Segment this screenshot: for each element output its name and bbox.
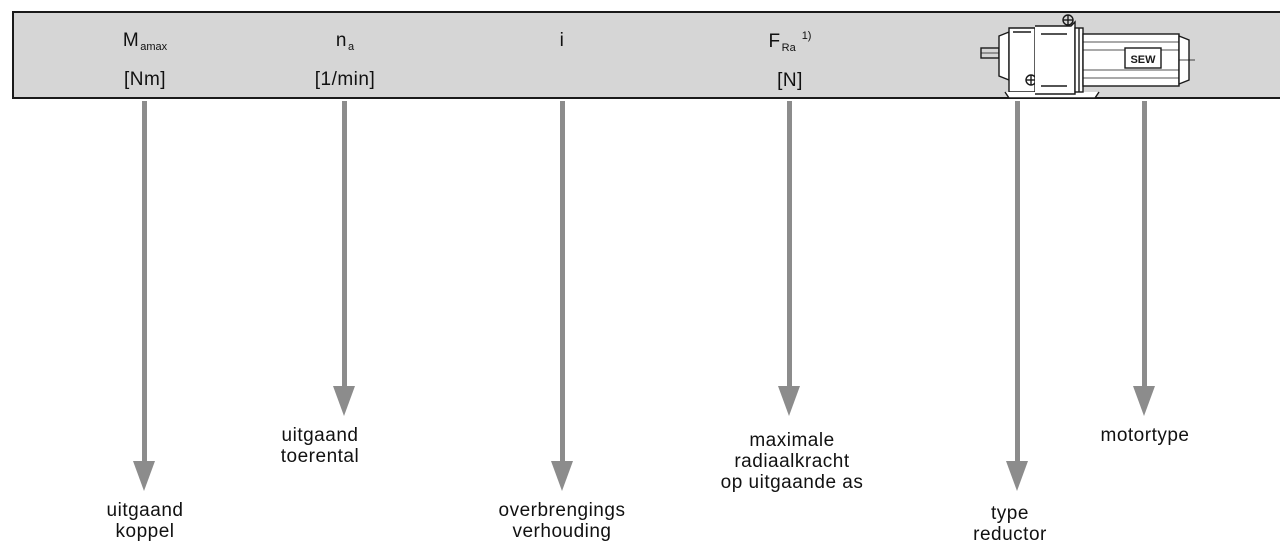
motor-label: motortype bbox=[1100, 425, 1190, 446]
torque-arrow bbox=[133, 101, 155, 491]
ratio-label: overbrengings verhouding bbox=[498, 500, 626, 542]
torque-header: Mamax [Nm] bbox=[95, 29, 195, 92]
ratio-arrow bbox=[551, 101, 573, 491]
radial-force-header: FRa1) [N] bbox=[740, 24, 840, 93]
ratio-header: i bbox=[559, 30, 565, 51]
radial-force-arrow bbox=[778, 101, 800, 416]
speed-unit: [1/min] bbox=[314, 69, 376, 90]
reducer-label: type reductor bbox=[973, 503, 1047, 545]
speed-header: na [1/min] bbox=[295, 29, 395, 92]
gear-motor-icon: SEW bbox=[980, 14, 1195, 98]
motor-arrow bbox=[1133, 101, 1155, 416]
torque-unit: [Nm] bbox=[123, 69, 167, 90]
torque-label: uitgaand koppel bbox=[106, 500, 184, 542]
radial-force-unit: [N] bbox=[777, 70, 803, 91]
reducer-arrow bbox=[1006, 101, 1028, 491]
radial-force-label: maximale radiaalkracht op uitgaande as bbox=[720, 430, 864, 493]
speed-arrow bbox=[333, 101, 355, 416]
nameplate-text: SEW bbox=[1130, 54, 1156, 66]
speed-label: uitgaand toerental bbox=[280, 425, 360, 467]
